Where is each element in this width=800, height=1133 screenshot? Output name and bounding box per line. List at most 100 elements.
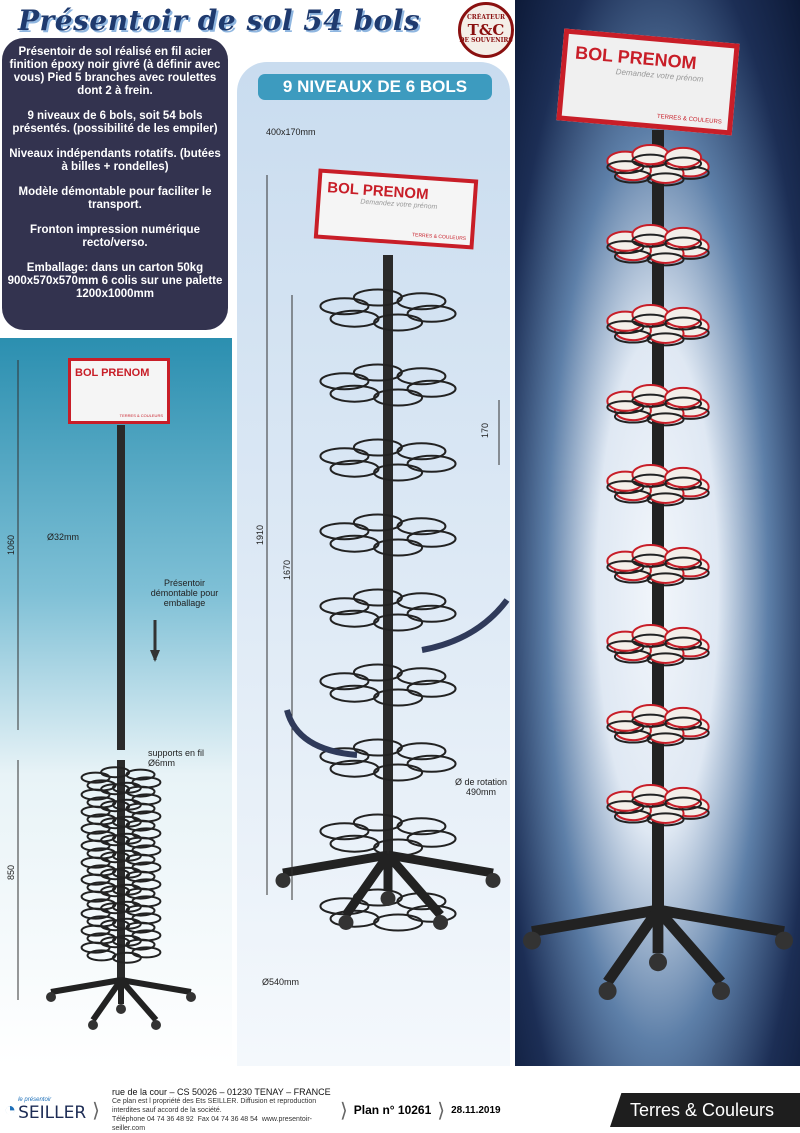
wire-ring	[396, 592, 447, 611]
base-leg	[120, 977, 192, 995]
wire-ring	[319, 447, 370, 466]
base-leg	[282, 850, 389, 878]
base-leg	[90, 978, 124, 1022]
desc-levels: 9 niveaux de 6 bols, soit 54 bols présen…	[12, 110, 218, 135]
display-photo-drawing	[523, 130, 793, 1000]
wire-ring	[396, 367, 447, 386]
wire-ring	[125, 904, 156, 917]
tube-diameter-label: Ø32mm	[47, 532, 80, 542]
dismounted-drawing	[17, 360, 196, 1030]
caster-wheel	[598, 982, 617, 1000]
down-arrow-head-icon	[150, 650, 160, 662]
wire-ring	[319, 297, 370, 316]
wire-ring	[406, 829, 457, 848]
base-leg	[657, 904, 785, 937]
upper-height-label: 1060	[6, 534, 16, 555]
wire-ring	[329, 909, 380, 928]
rings-height-label: 1670	[282, 559, 292, 580]
sign-right: BOL PRENOM Demandez votre prénom TERRES …	[556, 28, 740, 136]
base-leg	[50, 977, 122, 995]
wire-ring	[352, 513, 403, 532]
wire-ring	[352, 813, 403, 832]
wire-ring	[373, 688, 424, 707]
caster-wheel	[523, 931, 541, 950]
desc-pediment: Fronton impression numérique recto/verso…	[30, 224, 200, 249]
wire-ring	[329, 834, 380, 853]
wire-ring	[396, 742, 447, 761]
wire-ring	[352, 438, 403, 457]
wire-ring	[125, 853, 156, 866]
wire-ring	[125, 802, 156, 815]
caster-wheel	[186, 992, 196, 1002]
wire-ring	[329, 309, 380, 328]
desc-rotation: Niveaux indépendants rotatifs. (butées à…	[9, 148, 221, 173]
wire-ring	[396, 667, 447, 686]
caster-wheel	[380, 891, 396, 906]
caster-wheel	[775, 931, 793, 950]
desc-packaging: Emballage: dans un carton 50kg 900x570x5…	[7, 262, 223, 300]
wire-ring	[664, 476, 703, 491]
caster-wheel	[116, 1004, 126, 1014]
plan-number: Plan n° 10261	[353, 1103, 432, 1117]
desc-structure: Présentoir de sol réalisé en fil acier f…	[9, 46, 221, 97]
wire-ring	[373, 538, 424, 557]
wire-ring	[319, 822, 370, 841]
base-leg	[603, 906, 663, 986]
wire-ring	[352, 288, 403, 307]
wire-ring	[352, 663, 403, 682]
base-diameter-label: Ø540mm	[262, 977, 300, 987]
wire-ring	[373, 463, 424, 482]
wire-ring	[396, 442, 447, 461]
wire-ring	[125, 819, 156, 832]
wire-ring	[406, 304, 457, 323]
wire-ring	[396, 517, 447, 536]
wire-ring	[319, 597, 370, 616]
wire-ring	[396, 292, 447, 311]
caster-wheel	[275, 873, 291, 888]
caster-wheel	[433, 915, 448, 930]
wire-ring	[125, 768, 156, 781]
plan-date: 28.11.2019	[451, 1104, 501, 1116]
caster-wheel	[46, 992, 56, 1002]
wire-ring	[373, 763, 424, 782]
display-dimension-drawing	[266, 175, 510, 932]
wire-ring	[125, 938, 156, 951]
wire-ring	[352, 738, 403, 757]
wire-ring	[319, 747, 370, 766]
base-leg	[387, 850, 494, 878]
wire-ring	[664, 636, 703, 651]
wire-ring	[329, 759, 380, 778]
desc-dismount: Modèle démontable pour faciliter le tran…	[18, 186, 212, 211]
wire-ring	[664, 716, 703, 731]
rotation-arrow-icon	[421, 598, 510, 653]
caster-wheel	[712, 982, 730, 1000]
wire-ring	[319, 372, 370, 391]
wire-ring	[406, 529, 457, 548]
wire-ring	[352, 363, 403, 382]
base-leg	[342, 852, 392, 918]
website-link[interactable]: www.presentoir-seiller.com	[111, 1115, 312, 1132]
caster-wheel	[649, 953, 667, 972]
seiller-logo-icon: ◔	[4, 1098, 17, 1121]
wire-ring	[329, 459, 380, 478]
wire-ring	[352, 588, 403, 607]
wire-ring	[664, 316, 703, 331]
wire-ring	[373, 388, 424, 407]
wire-ring	[406, 604, 457, 623]
wire-ring	[664, 236, 703, 251]
sign-mid: BOL PRENOM Demandez votre prénom TERRES …	[313, 168, 479, 250]
wire-ring	[319, 897, 370, 916]
caster-wheel	[338, 915, 354, 930]
wire-ring	[664, 556, 703, 571]
separator-icon: ⟩	[437, 1099, 446, 1122]
base-leg	[118, 978, 159, 1022]
page-title: Présentoir de sol 54 bols	[18, 4, 421, 37]
rotation-label: Ø de rotation 490mm	[454, 777, 508, 797]
wire-ring	[329, 384, 380, 403]
description-panel: Présentoir de sol réalisé en fil acier f…	[2, 38, 228, 330]
wire-ring	[125, 870, 156, 883]
wire-ring	[329, 684, 380, 703]
sign-left: BOL PRENOM TERRES & COULEURS	[68, 358, 170, 424]
wire-ring	[664, 156, 703, 171]
